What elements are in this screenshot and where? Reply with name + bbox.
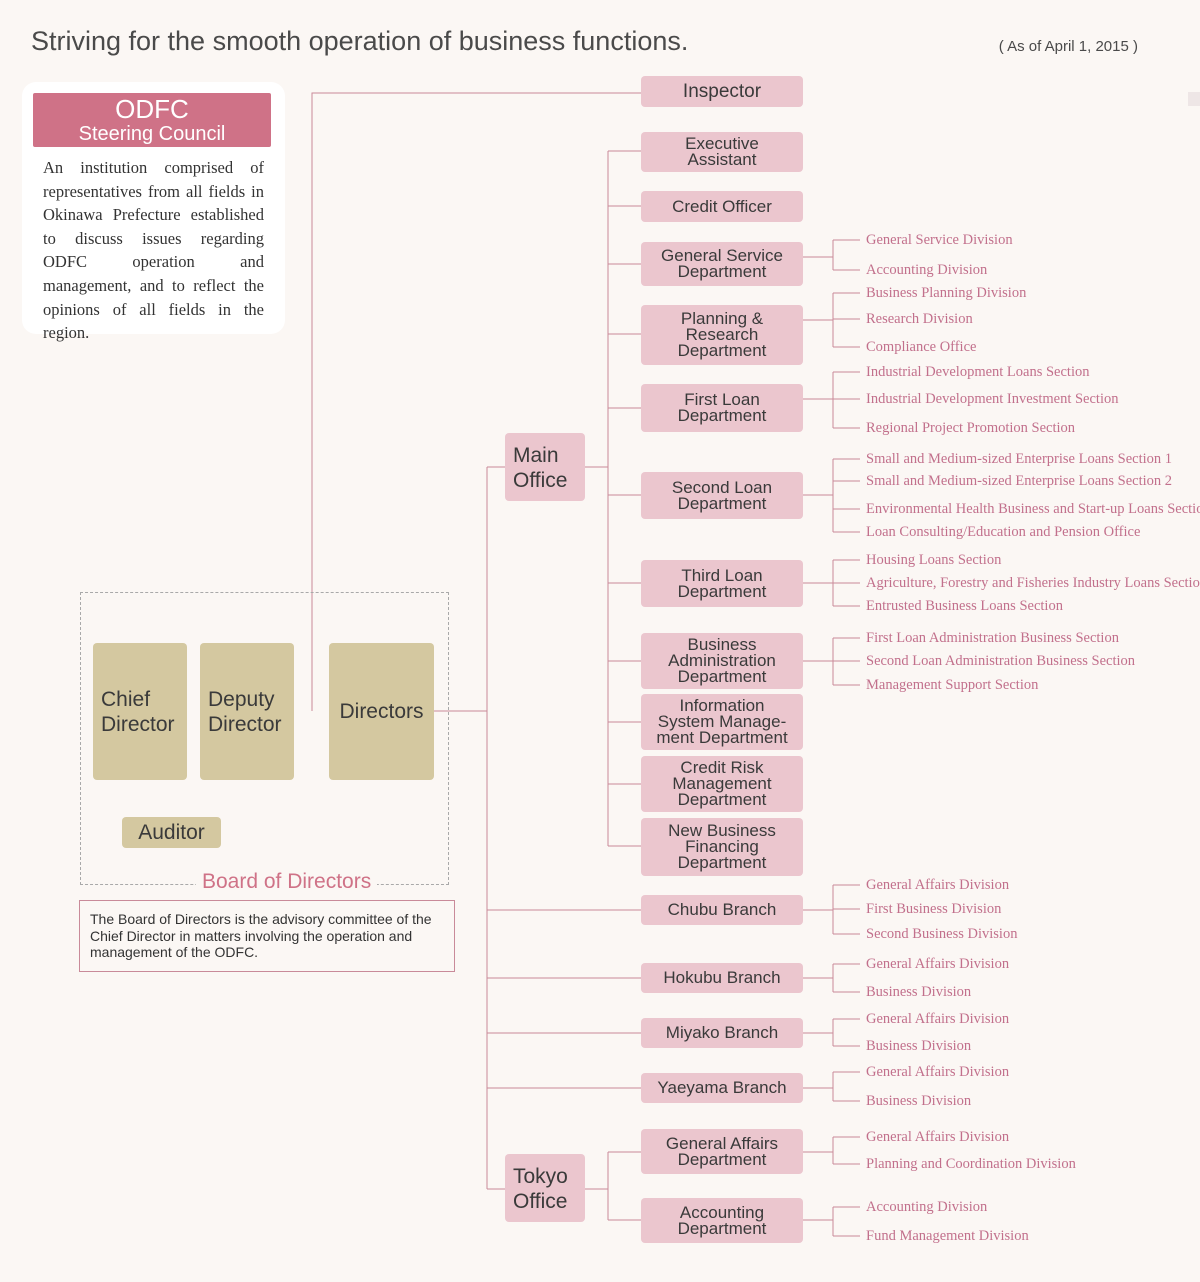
division-label: Small and Medium-sized Enterprise Loans …: [866, 473, 1173, 489]
dept-second-loan: Second Loan Department: [641, 472, 803, 519]
division-label: Agriculture, Forestry and Fisheries Indu…: [866, 575, 1200, 591]
page-title: Striving for the smooth operation of bus…: [31, 26, 689, 56]
division-label: Small and Medium-sized Enterprise Loans …: [866, 451, 1173, 467]
division-label: First Loan Administration Business Secti…: [866, 630, 1119, 646]
auditor-box: Auditor: [122, 817, 221, 848]
dept-executive-assistant: Executive Assistant: [641, 132, 803, 172]
division-label: Industrial Development Loans Section: [866, 364, 1090, 380]
steering-council-header: ODFC Steering Council: [33, 93, 271, 147]
division-label: Business Planning Division: [866, 285, 1027, 301]
division-label: Accounting Division: [866, 1199, 988, 1215]
tokyo-dept-accounting: Accounting Department: [641, 1198, 803, 1243]
division-label: General Affairs Division: [866, 1129, 1010, 1145]
tokyo-dept-general-affairs: General Affairs Department: [641, 1129, 803, 1174]
dept-planning-research: Planning & Research Department: [641, 305, 803, 365]
scroll-marker: [1188, 92, 1200, 106]
division-label: Business Division: [866, 1093, 972, 1109]
tokyo-office-box: Tokyo Office: [505, 1154, 585, 1222]
division-label: General Affairs Division: [866, 956, 1010, 972]
division-label: General Affairs Division: [866, 1064, 1010, 1080]
division-label: Loan Consulting/Education and Pension Of…: [866, 524, 1141, 540]
dept-new-business-financing: New Business Financing Department: [641, 818, 803, 876]
division-label: Housing Loans Section: [866, 552, 1002, 568]
division-label: Fund Management Division: [866, 1228, 1029, 1244]
dept-first-loan: First Loan Department: [641, 384, 803, 432]
main-office-box: Main Office: [505, 433, 585, 501]
division-label: Second Loan Administration Business Sect…: [866, 653, 1136, 669]
division-label: Management Support Section: [866, 677, 1039, 693]
as-of-date: ( As of April 1, 2015 ): [998, 38, 1138, 55]
branch-yaeyama: Yaeyama Branch: [641, 1073, 803, 1103]
division-label: Regional Project Promotion Section: [866, 420, 1076, 436]
inspector-box: Inspector: [641, 76, 803, 107]
directors-box: Directors: [329, 643, 434, 780]
branch-hokubu: Hokubu Branch: [641, 963, 803, 993]
division-label: General Affairs Division: [866, 1011, 1010, 1027]
dept-credit-risk-management: Credit Risk Management Department: [641, 756, 803, 812]
division-label: Research Division: [866, 311, 973, 327]
division-label: Planning and Coordination Division: [866, 1156, 1076, 1172]
dept-third-loan: Third Loan Department: [641, 560, 803, 607]
division-label: Accounting Division: [866, 262, 988, 278]
division-label: General Affairs Division: [866, 877, 1010, 893]
branch-chubu: Chubu Branch: [641, 895, 803, 925]
council-description: An institution comprised of representati…: [43, 158, 264, 343]
division-label: Business Division: [866, 984, 972, 1000]
division-label: Business Division: [866, 1038, 972, 1054]
division-label: Entrusted Business Loans Section: [866, 598, 1063, 614]
council-title-line2: Steering Council: [78, 123, 226, 145]
division-label: Industrial Development Investment Sectio…: [866, 391, 1119, 407]
division-label: First Business Division: [866, 901, 1002, 917]
branch-miyako: Miyako Branch: [641, 1018, 803, 1048]
division-label: Environmental Health Business and Start-…: [866, 501, 1200, 517]
deputy-director-box: Deputy Director: [200, 643, 294, 780]
dept-general-service: General Service Department: [641, 242, 803, 286]
division-label: Compliance Office: [866, 339, 977, 355]
board-description: The Board of Directors is the advisory c…: [79, 900, 455, 972]
dept-business-administration: Business Administration Department: [641, 633, 803, 689]
board-of-directors-title: Board of Directors: [196, 869, 378, 895]
division-label: General Service Division: [866, 232, 1013, 248]
dept-credit-officer: Credit Officer: [641, 191, 803, 222]
council-title-line1: ODFC: [115, 94, 189, 124]
chief-director-box: Chief Director: [93, 643, 187, 780]
dept-information-system-management: Information System Manage- ment Departme…: [641, 694, 803, 750]
division-label: Second Business Division: [866, 926, 1018, 942]
